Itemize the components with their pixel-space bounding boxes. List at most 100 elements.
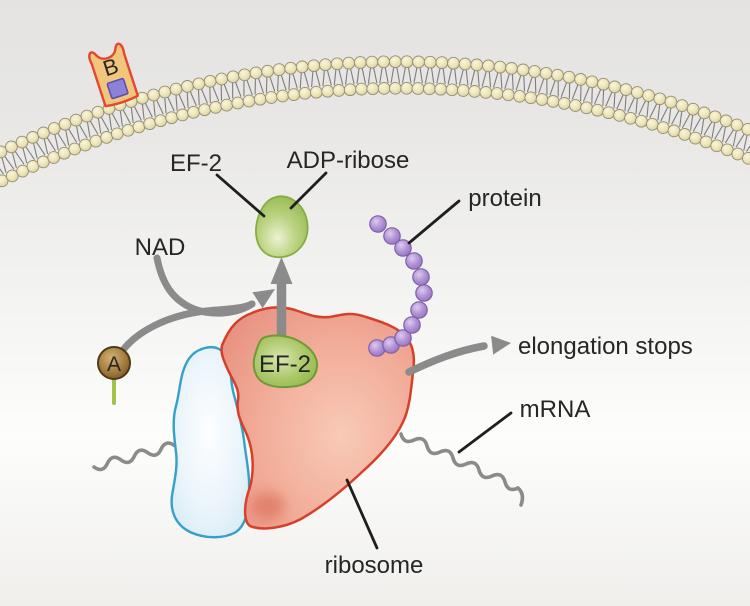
membrane-bead bbox=[5, 169, 19, 183]
membrane-bead bbox=[58, 117, 72, 131]
membrane-bead bbox=[664, 95, 678, 109]
membrane-tail bbox=[624, 95, 627, 112]
membrane-tail bbox=[189, 91, 197, 107]
membrane-tail bbox=[209, 86, 211, 103]
membrane-tail bbox=[315, 70, 321, 87]
membrane-tail bbox=[32, 142, 38, 159]
membrane-tail bbox=[436, 67, 441, 84]
membrane-bead bbox=[653, 92, 667, 106]
membrane-bead bbox=[411, 82, 425, 95]
membrane-tail bbox=[605, 91, 613, 107]
membrane-tail bbox=[627, 97, 635, 113]
membrane-bead bbox=[389, 81, 402, 95]
membrane-tail bbox=[200, 88, 209, 104]
membrane-bead bbox=[203, 74, 217, 88]
membrane-bead bbox=[447, 56, 460, 70]
membrane-bead bbox=[686, 102, 700, 116]
membrane-bead bbox=[619, 83, 633, 96]
membrane-tail bbox=[43, 138, 49, 155]
membrane-bead bbox=[720, 143, 734, 157]
membrane-tail bbox=[657, 104, 661, 121]
membrane-tail bbox=[470, 70, 476, 86]
membrane-tail bbox=[700, 118, 705, 135]
membrane-tail bbox=[390, 67, 395, 83]
membrane-tail bbox=[25, 146, 35, 161]
membrane-tail bbox=[447, 68, 453, 85]
membrane-bead bbox=[15, 135, 29, 149]
protein-label: protein bbox=[468, 185, 541, 212]
membrane-tail bbox=[288, 73, 291, 90]
membrane-bead bbox=[253, 92, 267, 106]
ef2-bound-label: EF-2 bbox=[259, 351, 311, 378]
pointer-mrna bbox=[457, 411, 513, 454]
membrane-bead bbox=[456, 84, 470, 97]
membrane-tail bbox=[11, 152, 17, 169]
membrane-tail bbox=[78, 124, 88, 139]
membrane-bead bbox=[209, 101, 222, 114]
membrane-tail bbox=[504, 73, 510, 90]
membrane-tail bbox=[178, 93, 186, 109]
membrane-bead bbox=[261, 64, 274, 78]
membrane-bead bbox=[731, 147, 745, 161]
membrane-bead bbox=[546, 95, 560, 108]
membrane-tail bbox=[613, 92, 616, 109]
membrane-bead bbox=[635, 114, 648, 128]
membrane-bead bbox=[535, 93, 549, 106]
merged-arrowhead bbox=[252, 289, 275, 309]
membrane-bead bbox=[220, 98, 234, 112]
membrane-bead bbox=[624, 111, 637, 125]
membrane-bead bbox=[187, 105, 200, 119]
membrane-bead bbox=[574, 73, 587, 86]
membrane-bead bbox=[435, 56, 449, 69]
membrane-bead bbox=[365, 55, 379, 69]
membrane-bead bbox=[68, 142, 82, 156]
membrane-tail bbox=[35, 141, 46, 156]
membrane-bead bbox=[309, 85, 323, 99]
membrane-tail bbox=[4, 155, 15, 170]
ef2-released-label: EF-2 bbox=[170, 150, 222, 177]
nad-label: NAD bbox=[135, 234, 186, 261]
membrane-bead bbox=[158, 85, 172, 99]
membrane-bead bbox=[264, 91, 278, 104]
membrane-bead bbox=[591, 103, 604, 117]
membrane-bead bbox=[249, 66, 263, 80]
membrane-tail bbox=[86, 121, 91, 138]
membrane-bead bbox=[37, 126, 50, 140]
membrane-tail bbox=[1, 157, 7, 173]
membrane-tail bbox=[75, 125, 80, 142]
membrane-tail bbox=[141, 103, 145, 120]
membrane-tail bbox=[367, 67, 372, 84]
membrane-tail bbox=[97, 117, 102, 134]
membrane-tail bbox=[430, 67, 435, 84]
membrane-bead bbox=[741, 151, 750, 165]
membrane-tail bbox=[534, 77, 537, 94]
membrane-tail bbox=[616, 94, 624, 110]
membrane-tail bbox=[407, 67, 412, 83]
membrane-tail bbox=[638, 100, 647, 116]
membrane-bead bbox=[656, 121, 670, 134]
pointer-ef2-released bbox=[215, 173, 266, 218]
membrane-bead bbox=[708, 110, 722, 124]
a-subunit-arrow bbox=[119, 300, 256, 354]
membrane-tail bbox=[167, 96, 175, 112]
membrane-bead bbox=[608, 80, 622, 94]
membrane-tail bbox=[108, 114, 113, 130]
membrane-bead bbox=[597, 77, 610, 91]
membrane-tail bbox=[549, 80, 556, 96]
toxin-a-circle bbox=[97, 346, 131, 380]
membrane-bead bbox=[355, 82, 368, 96]
membrane-tail bbox=[379, 67, 383, 84]
membrane-bead bbox=[513, 89, 526, 103]
membrane-tail bbox=[735, 133, 745, 148]
membrane-bead bbox=[26, 131, 40, 144]
membrane-tail bbox=[743, 134, 748, 151]
elongation-stops-label: elongation stops bbox=[518, 333, 693, 360]
membrane-tail bbox=[197, 89, 200, 106]
membrane-tail bbox=[571, 84, 579, 100]
membrane-bead bbox=[675, 99, 689, 112]
membrane-tail bbox=[130, 107, 134, 123]
membrane-tail bbox=[635, 98, 638, 115]
membrane-tail bbox=[724, 129, 735, 144]
protein-bead bbox=[415, 284, 433, 302]
membrane-tail bbox=[714, 125, 724, 140]
